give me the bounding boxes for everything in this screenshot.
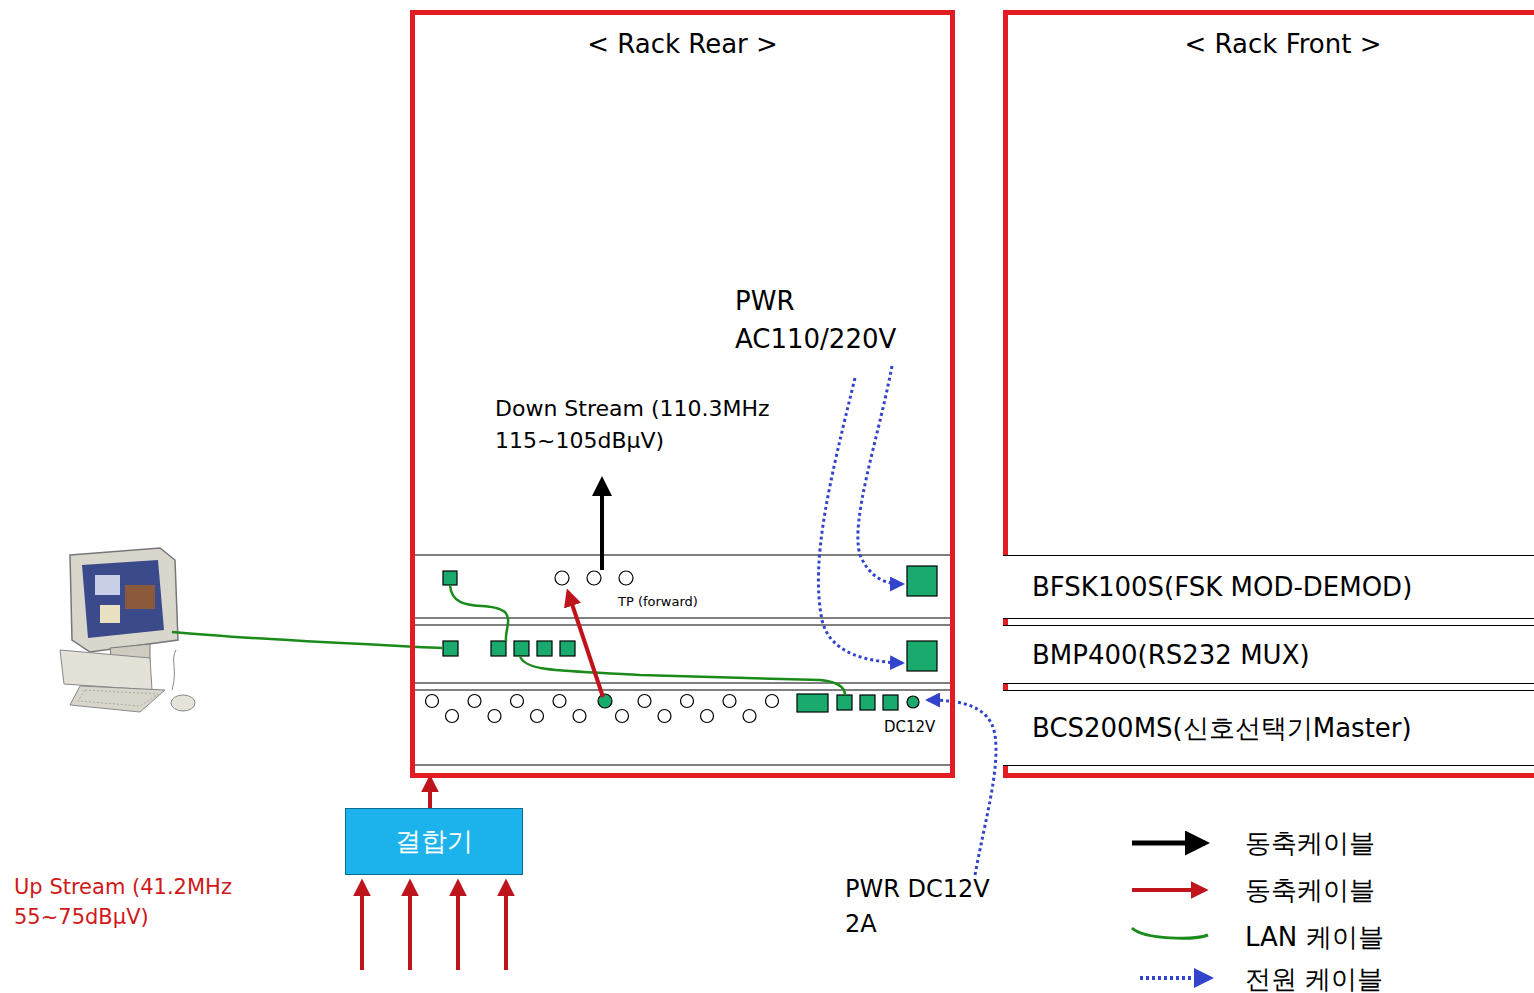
port-label: TP (forward) [618,593,738,612]
rack-outline: < Rack Front > BFSK100S(FSK MOD-DEMOD) BMP… [1003,10,1534,778]
device-band: BMP400(RS232 MUX) [1003,625,1534,684]
power-label: PWR DC12V 2A [845,872,1025,942]
connectors-ports [426,566,938,723]
device-band: BFSK100S(FSK MOD-DEMOD) [1003,555,1534,619]
device-name: BCS200MS(신호선택기Master) [1032,711,1412,746]
signal-label: Up Stream (41.2MHz 55~75dBμV) [14,872,314,933]
power-label: PWR AC110/220V [735,283,945,358]
power-cable [818,366,996,875]
port-label: DC12V [884,717,950,739]
rack-title: < Rack Front > [1008,29,1534,59]
coupler-box: 결합기 [345,808,523,875]
box-label: 결합기 [395,824,473,859]
rack-title: < Rack Rear > [415,29,950,59]
coax-cable [568,592,603,697]
rear-panels [413,555,950,765]
legend-text: 동축케이블 [1245,826,1375,861]
computer-icon [60,548,195,712]
coax-connector [428,778,432,808]
upstream-inputs [362,882,506,970]
rack-outline: < Rack Rear > [410,10,955,778]
device-band: BCS200MS(신호선택기Master) [1003,690,1534,766]
device-name: BMP400(RS232 MUX) [1032,640,1310,670]
device-name: BFSK100S(FSK MOD-DEMOD) [1032,572,1412,602]
downstream-arrow [600,480,604,570]
lan-cable [172,585,845,695]
legend-samples [1132,843,1210,978]
legend-text: LAN 케이블 [1245,920,1384,955]
legend-text: 전원 케이블 [1245,962,1383,993]
legend-text: 동축케이블 [1245,873,1375,908]
signal-label: Down Stream (110.3MHz 115~105dBμV) [495,393,835,457]
